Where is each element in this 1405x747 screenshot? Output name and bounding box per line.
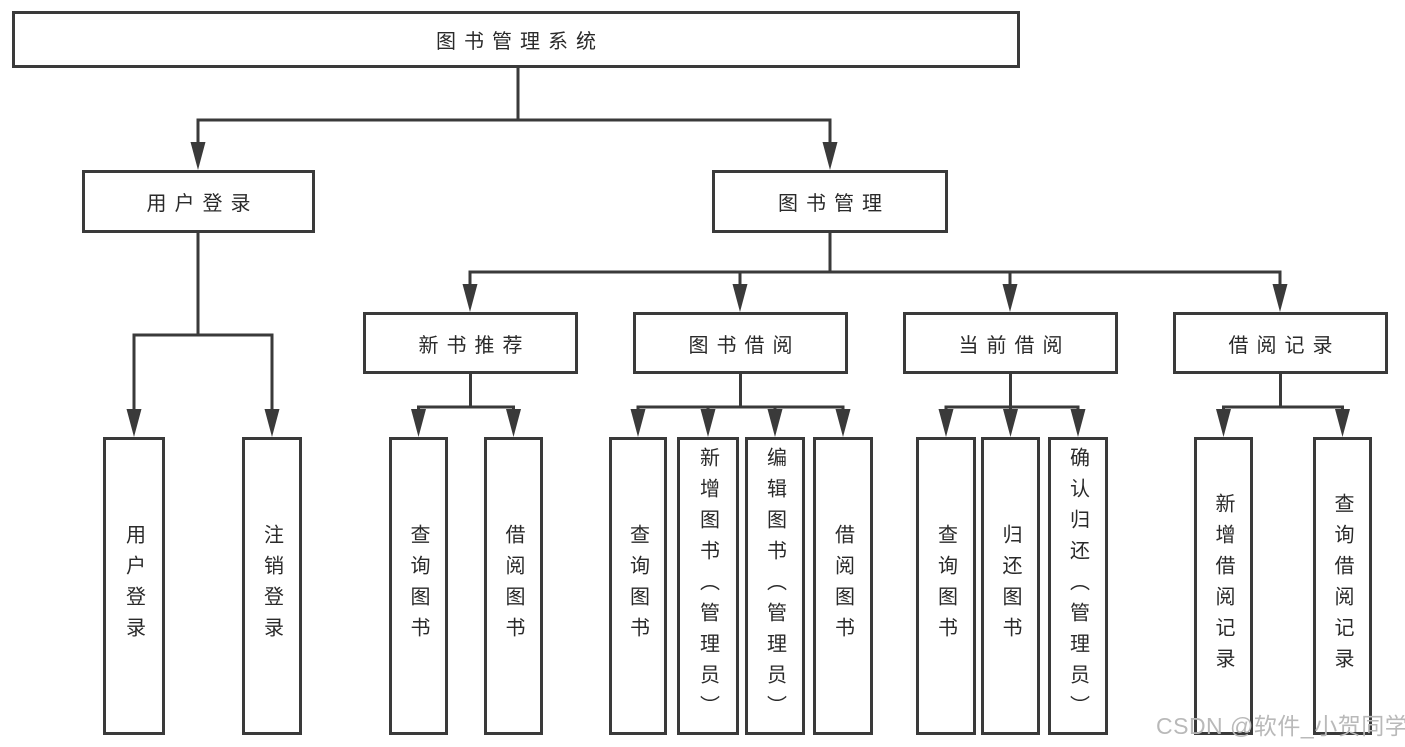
leaf-label: 查询图书 (934, 524, 957, 648)
leaf-add-borrow-record: 新增借阅记录 (1194, 437, 1253, 735)
arrow-down-icon (1335, 409, 1350, 437)
node-book-borrowing: 图书借阅 (633, 312, 848, 374)
arrow-down-icon (630, 409, 646, 437)
node-label: 图书管理 (778, 193, 890, 215)
arrow-down-icon (411, 409, 426, 437)
arrow-down-icon (1272, 284, 1288, 312)
arrow-down-icon (506, 409, 521, 437)
arrow-down-icon (1003, 409, 1018, 437)
node-root-label: 图书管理系统 (436, 31, 604, 53)
node-new-book-recommend: 新书推荐 (363, 312, 578, 374)
leaf-query-books-borrowing: 查询图书 (609, 437, 667, 735)
arrow-down-icon (938, 409, 954, 437)
arrow-down-icon (1070, 409, 1086, 437)
leaf-label: 查询借阅记录 (1331, 493, 1353, 679)
arrow-down-icon (1216, 409, 1231, 437)
leaf-label: 新增图书（管理员） (696, 446, 719, 726)
leaf-label: 归还图书 (999, 524, 1021, 648)
leaf-query-books-recommend: 查询图书 (389, 437, 448, 735)
arrow-down-icon (767, 409, 783, 437)
leaf-label: 查询图书 (626, 524, 649, 648)
connector-userlogin-branch (132, 333, 274, 414)
arrow-down-icon (1002, 284, 1018, 312)
node-label: 用户登录 (146, 193, 259, 215)
arrow-down-icon (190, 142, 206, 170)
leaf-label: 确认归还（管理员） (1066, 446, 1089, 726)
node-book-management: 图书管理 (712, 170, 948, 233)
leaf-label: 查询图书 (407, 524, 429, 648)
node-label: 当前借阅 (958, 334, 1071, 357)
arrow-down-icon (822, 142, 838, 170)
leaf-edit-book-admin: 编辑图书（管理员） (745, 437, 805, 735)
arrow-down-icon (264, 409, 280, 437)
arrow-down-icon (835, 409, 851, 437)
arrow-down-icon (126, 409, 142, 437)
leaf-label: 注销登录 (260, 524, 283, 648)
arrow-down-icon (462, 284, 478, 312)
leaf-user-login: 用户登录 (103, 437, 165, 735)
leaf-label: 新增借阅记录 (1212, 493, 1234, 679)
connector-newbook-branch (417, 405, 515, 413)
connector-borrowing-branch (636, 405, 845, 413)
leaf-confirm-return-admin: 确认归还（管理员） (1048, 437, 1108, 735)
node-label: 图书借阅 (688, 334, 801, 357)
leaf-logout: 注销登录 (242, 437, 302, 735)
connector-root-branch (196, 118, 832, 148)
node-label: 借阅记录 (1228, 334, 1341, 357)
arrow-down-icon (700, 409, 716, 437)
leaf-label: 编辑图书（管理员） (763, 446, 786, 726)
leaf-label: 借阅图书 (831, 524, 854, 648)
leaf-label: 用户登录 (122, 524, 145, 648)
leaf-borrow-books-borrowing: 借阅图书 (813, 437, 873, 735)
node-label: 新书推荐 (418, 334, 531, 357)
connector-mgmt-branch (468, 270, 1282, 290)
connector-records-branch (1222, 405, 1344, 413)
node-borrowing-records: 借阅记录 (1173, 312, 1388, 374)
leaf-borrow-books-recommend: 借阅图书 (484, 437, 543, 735)
node-user-login-group: 用户登录 (82, 170, 315, 233)
leaf-query-books-current: 查询图书 (916, 437, 976, 735)
leaf-label: 借阅图书 (502, 524, 524, 648)
leaf-return-books: 归还图书 (981, 437, 1040, 735)
csdn-watermark: CSDN @软件_小贺同学 (1156, 713, 1405, 739)
node-root-system: 图书管理系统 (12, 11, 1020, 68)
arrow-down-icon (732, 284, 748, 312)
leaf-add-book-admin: 新增图书（管理员） (677, 437, 739, 735)
leaf-query-borrow-record: 查询借阅记录 (1313, 437, 1372, 735)
node-current-borrowing: 当前借阅 (903, 312, 1118, 374)
